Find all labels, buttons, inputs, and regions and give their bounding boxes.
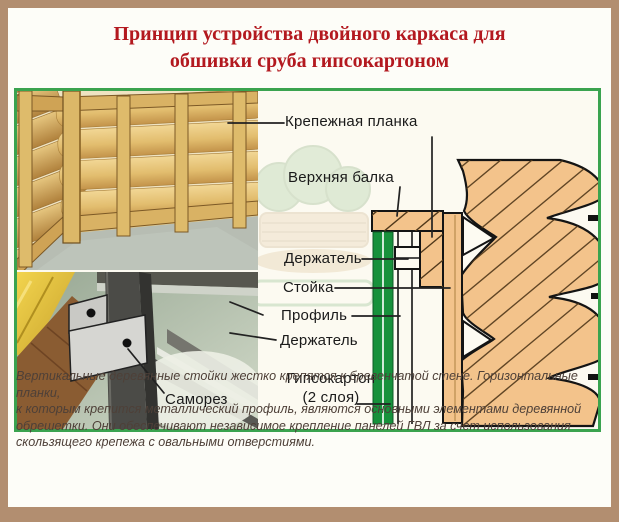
construction-diagram-svg — [17, 91, 598, 429]
page-title: Принцип устройства двойного каркаса для … — [8, 21, 611, 75]
label-gipsokarton-line-1: Гипсокартон — [286, 370, 376, 387]
label-stoyka: Стойка — [283, 279, 334, 296]
page-title-line-2: обшивки сруба гипсокартоном — [169, 50, 450, 72]
pointer-lines — [127, 122, 451, 405]
label-derzhatel-bottom: Держатель — [280, 332, 358, 349]
bracket-closeup-illustration — [17, 272, 258, 429]
label-profil: Профиль — [281, 307, 348, 324]
caption-line-3: обрешетки. Они обеспечивают независимое … — [16, 418, 571, 433]
caption-line-1: Вертикальные деревянные стойки жестко кр… — [16, 369, 578, 400]
caption-line-2: к которым крепится металлический профиль… — [16, 402, 582, 417]
site-logo-watermark — [251, 145, 375, 307]
label-gipsokarton-line-2: (2 слоя) — [302, 388, 360, 406]
label-krepezhnaya-planka: Крепежная планка — [285, 113, 418, 130]
label-samorez: Саморез — [165, 391, 228, 408]
page-title-line-1: Принцип устройства двойного каркаса для — [113, 23, 506, 45]
label-gipsokarton: Гипсокартон (2 слоя) — [273, 370, 389, 408]
caption-text: Вертикальные деревянные стойки жестко кр… — [16, 368, 601, 451]
label-derzhatel-top: Держатель — [284, 250, 362, 267]
caption: Вертикальные деревянные стойки жестко кр… — [16, 368, 604, 451]
wall-cross-section-illustration — [371, 158, 598, 428]
caption-line-4: скользящего крепежа с овальными отверсти… — [16, 435, 315, 450]
label-verhnyaya-balka: Верхняя балка — [288, 169, 394, 186]
log-house-corner-illustration — [17, 91, 258, 270]
diagram-box: Крепежная планка Верхняя балка Держатель… — [14, 88, 601, 432]
